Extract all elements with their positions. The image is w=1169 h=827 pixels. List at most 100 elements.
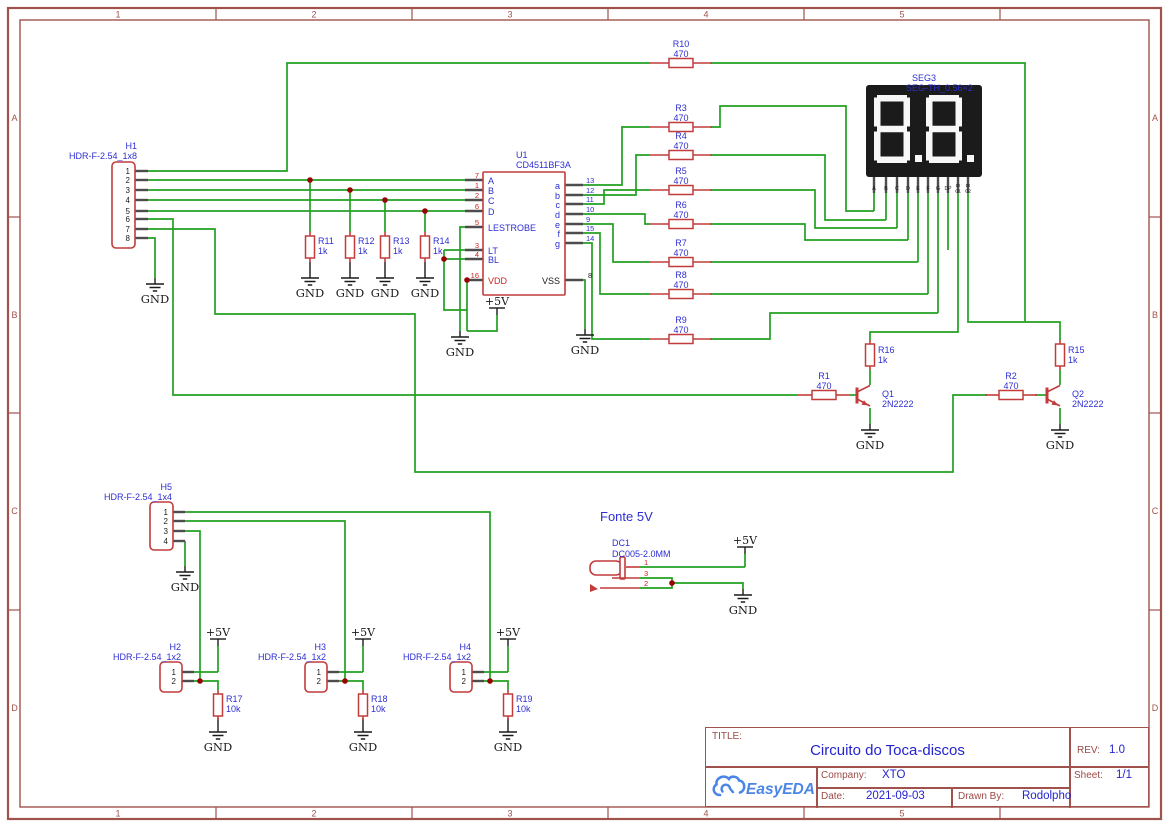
resistor-R7[interactable]: [668, 256, 694, 268]
wire-segment[interactable]: [710, 105, 874, 212]
title-value[interactable]: Circuito do Toca-discos: [810, 742, 965, 759]
resistor-R15[interactable]: [1054, 343, 1066, 367]
schematic-text: G: [936, 186, 940, 192]
schematic-text: 1: [164, 508, 169, 517]
resistor-R16[interactable]: [864, 343, 876, 367]
schematic-text: A: [872, 186, 876, 192]
resistor-R13[interactable]: [379, 235, 391, 259]
resistor-R9[interactable]: [668, 333, 694, 345]
resistor-R6[interactable]: [668, 218, 694, 230]
seven-segment-display[interactable]: [866, 85, 982, 177]
resistor-R12[interactable]: [344, 235, 356, 259]
date-value[interactable]: 2021-09-03: [866, 790, 925, 802]
schematic-text: 7: [475, 171, 479, 180]
schematic-text: Q1: [882, 389, 894, 399]
schematic-text: DP: [945, 186, 953, 192]
connector-h3[interactable]: [304, 661, 328, 693]
wire-segment[interactable]: [710, 62, 1026, 322]
ic-u1-body[interactable]: [482, 171, 566, 296]
resistor-R4[interactable]: [668, 149, 694, 161]
wire-segment[interactable]: [466, 279, 483, 331]
schematic-text: R16: [878, 345, 895, 355]
dc-jack-barrel[interactable]: [589, 560, 623, 576]
resistor-R2[interactable]: [998, 389, 1024, 401]
company-value[interactable]: XTO: [882, 769, 906, 781]
schematic-text: 6: [126, 215, 131, 224]
schematic-text: 1k: [878, 355, 888, 365]
schematic-text: 16: [471, 271, 479, 280]
wire-segment[interactable]: [967, 193, 1061, 340]
frame-column-label: 5: [899, 10, 904, 20]
wire-segment[interactable]: [148, 62, 650, 172]
schematic-text: H4: [459, 642, 471, 652]
schematic-text: 2: [475, 191, 479, 200]
wire-segment[interactable]: [710, 312, 938, 340]
junction-dot: [441, 256, 447, 262]
wire-segment[interactable]: [710, 154, 886, 221]
dc-jack-plate[interactable]: [619, 556, 626, 580]
resistor-R1[interactable]: [811, 389, 837, 401]
wire-segment[interactable]: [148, 237, 156, 278]
schematic-text: H3: [314, 642, 326, 652]
schematic-text: 10k: [226, 704, 241, 714]
display-segment: [926, 97, 933, 127]
wire-segment[interactable]: [148, 218, 798, 396]
resistor-R3[interactable]: [668, 121, 694, 133]
connector-h5[interactable]: [149, 501, 174, 551]
schematic-text: G1: [955, 189, 962, 194]
wire-segment[interactable]: [583, 242, 650, 340]
wire-segment[interactable]: [565, 279, 586, 329]
wire-segment[interactable]: [869, 193, 959, 340]
wire-segment[interactable]: [467, 315, 498, 332]
wire-segment[interactable]: [583, 126, 650, 186]
rev-value[interactable]: 1.0: [1109, 744, 1125, 756]
schematic-text: 5: [126, 207, 131, 216]
schematic-text: 2: [126, 176, 131, 185]
company-label: Company:: [821, 770, 867, 781]
wire-segment[interactable]: [710, 189, 897, 229]
wire-segment[interactable]: [583, 213, 650, 225]
wire-segment[interactable]: [583, 232, 650, 295]
schematic-text: Q2: [1072, 389, 1084, 399]
gnd-net-label: GND: [494, 740, 522, 754]
resistor-R14[interactable]: [419, 235, 431, 259]
schematic-text: E: [916, 186, 920, 192]
resistor-R10[interactable]: [668, 57, 694, 69]
frame-row-label: B: [11, 310, 17, 320]
connector-h4[interactable]: [449, 661, 473, 693]
resistor-R18[interactable]: [357, 693, 369, 717]
resistor-R8[interactable]: [668, 288, 694, 300]
sheet-value[interactable]: 1/1: [1116, 769, 1132, 781]
gnd-net-label: GND: [336, 286, 364, 300]
resistor-R17[interactable]: [212, 693, 224, 717]
wire-segment[interactable]: [185, 530, 201, 681]
schematic-text: e: [555, 220, 560, 230]
wire-segment[interactable]: [185, 511, 491, 681]
wire-segment[interactable]: [583, 154, 650, 196]
schematic-text: a: [555, 181, 560, 191]
resistor-R5[interactable]: [668, 184, 694, 196]
transistor-Q1[interactable]: [857, 384, 871, 393]
schematic-text: 3: [126, 186, 131, 195]
schematic-text: R6: [675, 200, 687, 210]
title-block-divider: [816, 766, 818, 808]
wire-segment[interactable]: [672, 582, 744, 589]
wire-segment[interactable]: [185, 520, 346, 681]
connector-h1[interactable]: [111, 161, 136, 249]
display-segment: [955, 131, 962, 161]
gnd-net-label: GND: [856, 438, 884, 452]
resistor-R19[interactable]: [502, 693, 514, 717]
wire-segment[interactable]: [583, 223, 650, 263]
v5-net-label: +5V: [351, 626, 376, 639]
gnd-net-label: GND: [296, 286, 324, 300]
wire-segment[interactable]: [148, 228, 987, 473]
schematic-text: B: [884, 186, 888, 192]
wire-segment[interactable]: [710, 223, 908, 241]
drawn-by-value[interactable]: Rodolpho: [1022, 790, 1072, 802]
wire-segment[interactable]: [443, 250, 467, 311]
transistor-Q2[interactable]: [1047, 384, 1061, 393]
wire-segment[interactable]: [583, 189, 650, 205]
resistor-R11[interactable]: [304, 235, 316, 259]
connector-h2[interactable]: [159, 661, 183, 693]
